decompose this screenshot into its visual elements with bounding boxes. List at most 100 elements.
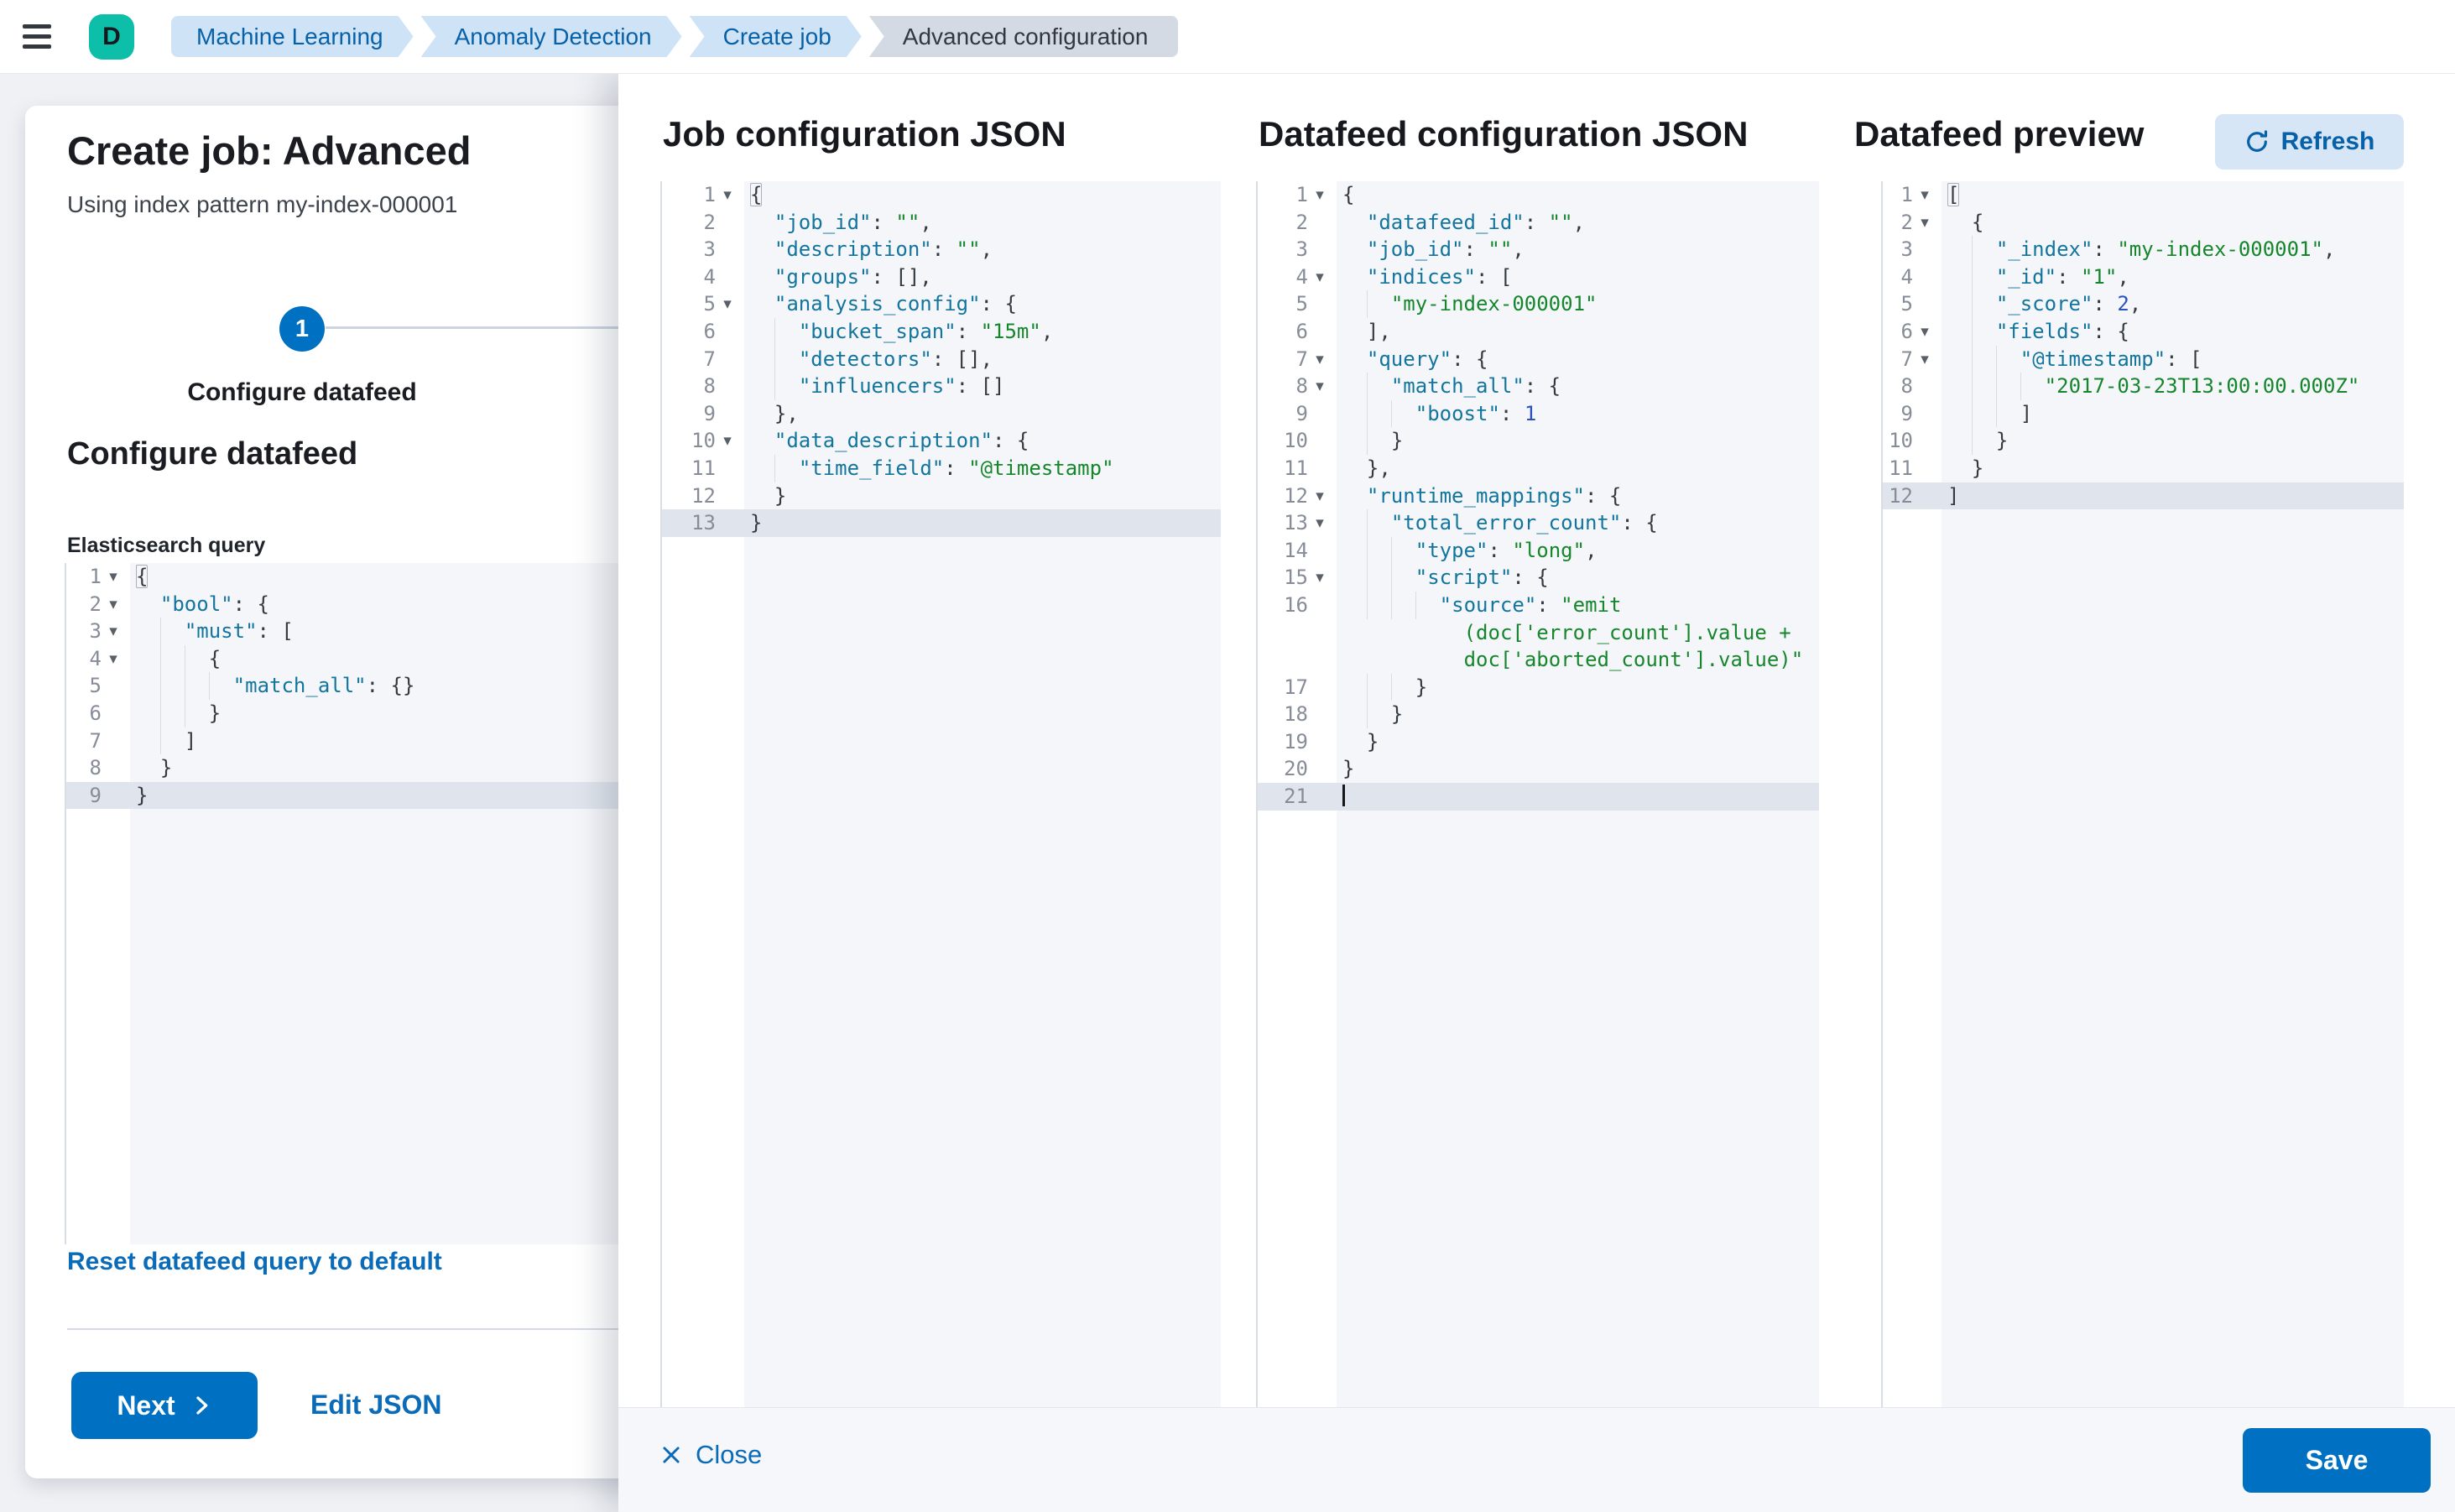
code-line: 2▾"bool": { <box>66 591 635 618</box>
code-line: 17} <box>1258 673 1819 701</box>
code-line: 11} <box>1889 456 1984 480</box>
fold-toggle-icon[interactable]: ▾ <box>1921 349 1929 368</box>
code-line: 12} <box>691 483 787 508</box>
code-line: 2"datafeed_id": "", <box>1295 210 1586 234</box>
code-line: 16"source": "emit <box>1258 591 1819 619</box>
code-line: 6], <box>1295 319 1391 343</box>
fold-toggle-icon[interactable]: ▾ <box>109 594 117 613</box>
code-line: 18} <box>1258 701 1819 728</box>
code-line: 6"bucket_span": "15m", <box>662 317 1221 346</box>
code-line: 15▾"script": { <box>1258 564 1819 592</box>
code-line: 3"_index": "my-index-000001", <box>1883 236 2404 263</box>
fold-toggle-icon[interactable]: ▾ <box>1316 568 1324 587</box>
code-line: 10} <box>1258 427 1819 455</box>
fold-toggle-icon[interactable]: ▾ <box>1921 185 1929 204</box>
code-line: 3"job_id": "", <box>1295 237 1525 262</box>
breadcrumb-machine-learning[interactable]: Machine Learning <box>171 16 414 57</box>
code-line: 8▾"match_all": { <box>1258 373 1819 400</box>
fold-toggle-icon[interactable]: ▾ <box>1921 212 1929 232</box>
datafeed-configuration-heading: Datafeed configuration JSON <box>1259 114 1749 154</box>
breadcrumb-create-job[interactable]: Create job <box>690 16 862 57</box>
job-configuration-heading: Job configuration JSON <box>663 114 1066 154</box>
menu-icon[interactable] <box>7 0 67 74</box>
page-title: Create job: Advanced <box>67 128 472 173</box>
next-button-label: Next <box>117 1389 175 1421</box>
fold-toggle-icon[interactable]: ▾ <box>1316 486 1324 505</box>
fold-toggle-icon[interactable]: ▾ <box>109 567 117 586</box>
divider <box>67 1328 635 1330</box>
code-line: 10} <box>1883 427 2404 455</box>
datafeed-preview-heading: Datafeed preview <box>1854 114 2145 154</box>
close-button-label: Close <box>696 1440 763 1469</box>
close-button[interactable]: Close <box>660 1440 762 1470</box>
code-line: 19} <box>1284 729 1379 753</box>
code-line: 7"detectors": [], <box>662 345 1221 373</box>
page-subtitle: Using index pattern my-index-000001 <box>67 191 458 217</box>
fold-toggle-icon[interactable]: ▾ <box>1316 349 1324 368</box>
fold-toggle-icon[interactable]: ▾ <box>1316 514 1324 533</box>
code-line: 10▾"data_description": { <box>662 427 1221 455</box>
refresh-button[interactable]: Refresh <box>2215 114 2404 169</box>
edit-json-link[interactable]: Edit JSON <box>310 1389 442 1420</box>
code-line: 6} <box>66 699 635 727</box>
fold-toggle-icon[interactable]: ▾ <box>1316 185 1324 204</box>
code-line: 4"_id": "1", <box>1883 263 2404 291</box>
code-line: 4"groups": [], <box>703 264 932 289</box>
refresh-icon <box>2244 129 2270 154</box>
code-line: 11}, <box>1284 456 1391 480</box>
code-line: 1▾[ <box>1883 181 2404 209</box>
code-line: 5▾"analysis_config": { <box>662 290 1221 318</box>
code-line: 9}, <box>703 401 799 425</box>
code-line: 3"description": "", <box>703 237 993 262</box>
chevron-right-icon <box>190 1395 212 1416</box>
code-line: 2"job_id": "", <box>703 210 932 234</box>
fold-toggle-icon[interactable]: ▾ <box>1316 377 1324 396</box>
fold-toggle-icon[interactable]: ▾ <box>1921 321 1929 341</box>
code-line: 8} <box>89 756 173 780</box>
flyout-footer: Close Save <box>618 1407 2455 1512</box>
fold-toggle-icon[interactable]: ▾ <box>723 295 732 314</box>
breadcrumb-advanced-configuration: Advanced configuration <box>868 16 1179 57</box>
code-line: 5"my-index-000001" <box>1258 290 1819 318</box>
code-line: 5"match_all": {} <box>66 672 635 700</box>
code-line: 7] <box>66 727 635 755</box>
code-line: 4▾"indices": [ <box>1258 263 1819 291</box>
datafeed-editor[interactable]: 1▾{2"datafeed_id": "", 3"job_id": "",4▾"i… <box>1256 181 1819 1407</box>
code-line: 12] <box>1883 482 2404 510</box>
fold-toggle-icon[interactable]: ▾ <box>109 622 117 641</box>
breadcrumb-anomaly-detection[interactable]: Anomaly Detection <box>421 16 682 57</box>
code-line: 13▾"total_error_count": { <box>1258 509 1819 537</box>
job-editor[interactable]: 1▾{2"job_id": "", 3"description": "",4"gr… <box>660 181 1221 1407</box>
elasticsearch-query-label: Elasticsearch query <box>67 534 266 557</box>
save-button[interactable]: Save <box>2243 1428 2431 1493</box>
code-line: 14"type": "long", <box>1258 536 1819 565</box>
code-line: 2▾{ <box>1883 209 2404 237</box>
preview-editor[interactable]: 1▾[2▾{3"_index": "my-index-000001",4"_id… <box>1881 181 2404 1407</box>
fold-toggle-icon[interactable]: ▾ <box>723 431 732 451</box>
code-line: 12▾"runtime_mappings": { <box>1258 482 1819 510</box>
es-query-editor[interactable]: 1▾{2▾"bool": {3▾"must": [4▾{5"match_all"… <box>65 563 635 1244</box>
code-line: 6▾"fields": { <box>1883 317 2404 346</box>
wizard-progress-line <box>326 326 695 329</box>
code-line: 1▾{ <box>662 181 1221 209</box>
code-line: 7▾"query": { <box>1258 346 1819 373</box>
code-line: 9"boost": 1 <box>1258 399 1819 428</box>
refresh-button-label: Refresh <box>2280 128 2375 155</box>
space-avatar[interactable]: D <box>89 13 134 60</box>
close-icon <box>660 1444 682 1466</box>
code-line: 8"2017-03-23T13:00:00.000Z" <box>1883 373 2404 400</box>
fold-toggle-icon[interactable]: ▾ <box>1316 267 1324 286</box>
code-line: 1▾{ <box>1258 181 1819 209</box>
code-line: 1▾{ <box>66 563 635 591</box>
wizard-step-1[interactable]: 1 <box>279 306 325 352</box>
code-line: (doc['error_count'].value + <box>1463 620 1791 644</box>
reset-datafeed-query-link[interactable]: Reset datafeed query to default <box>67 1248 442 1275</box>
next-button[interactable]: Next <box>71 1372 258 1439</box>
code-line: 3▾"must": [ <box>66 618 635 645</box>
fold-toggle-icon[interactable]: ▾ <box>109 649 117 668</box>
code-line: 4▾{ <box>66 644 635 673</box>
fold-toggle-icon[interactable]: ▾ <box>723 185 732 204</box>
code-line: 8"influencers": [] <box>662 373 1221 400</box>
